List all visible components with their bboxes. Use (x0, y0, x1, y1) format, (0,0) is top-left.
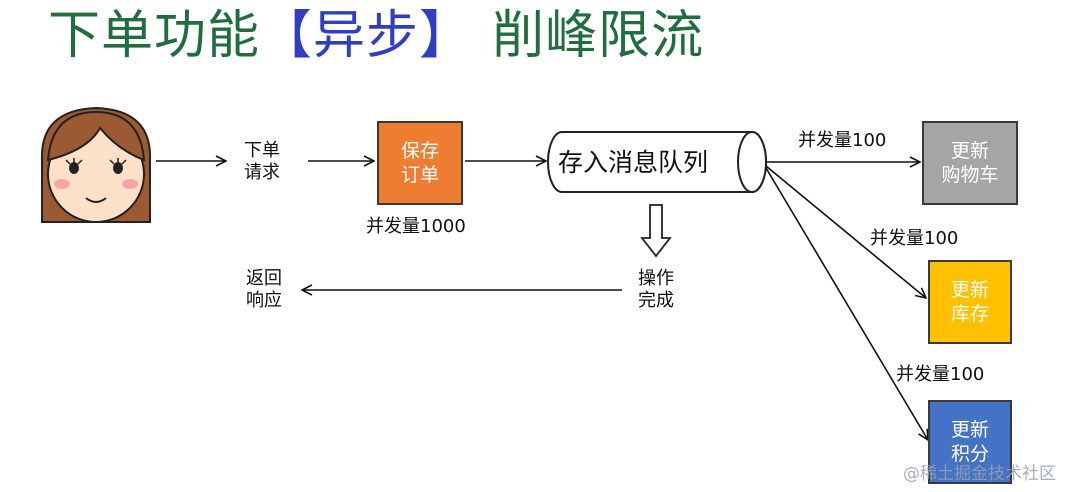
operation-done-line-1: 操作 (638, 268, 674, 289)
operation-done-line-2: 完成 (638, 290, 674, 311)
title-suffix: 削峰限流 (492, 6, 705, 66)
title-bracket-close: 】 (419, 6, 473, 66)
title-accent: 异步 (313, 6, 420, 66)
page-title: 下单功能【异步】削峰限流 (48, 6, 704, 66)
queue-label: 存入消息队列 (558, 148, 709, 177)
hollow-down-arrow (640, 204, 672, 258)
concurrency-points-label: 并发量100 (896, 364, 985, 385)
arrow-queue-to-points (765, 167, 928, 440)
title-prefix: 下单功能 (48, 6, 261, 66)
concurrency-1000-label: 并发量1000 (366, 216, 466, 237)
arrow-queue-to-stock (765, 165, 926, 298)
save-order-box: 保存 订单 (377, 121, 463, 205)
return-response-label: 返回 响应 (246, 268, 282, 312)
update-points-line-2: 积分 (950, 443, 989, 465)
update-points-box: 更新 积分 (928, 400, 1012, 484)
save-order-line-2: 订单 (400, 164, 439, 186)
update-stock-box: 更新 库存 (928, 260, 1012, 344)
update-cart-line-2: 购物车 (941, 164, 999, 186)
concurrency-cart-label: 并发量100 (798, 130, 887, 151)
concurrency-stock-label: 并发量100 (870, 228, 959, 249)
order-request-label: 下单 请求 (244, 140, 280, 184)
update-stock-line-2: 库存 (950, 303, 989, 325)
title-bracket-open: 【 (260, 6, 314, 66)
return-response-line-1: 返回 (246, 268, 282, 289)
message-queue-cylinder (547, 131, 767, 193)
watermark: @稀土掘金技术社区 (903, 464, 1056, 484)
update-cart-box: 更新 购物车 (922, 121, 1018, 205)
update-cart-line-1: 更新 (950, 140, 989, 162)
return-response-line-2: 响应 (246, 290, 282, 311)
update-points-line-1: 更新 (950, 419, 989, 441)
user-avatar-icon (40, 106, 152, 223)
order-request-line-2: 请求 (244, 162, 280, 183)
operation-done-label: 操作 完成 (638, 268, 674, 312)
save-order-line-1: 保存 (400, 140, 439, 162)
order-request-line-1: 下单 (244, 140, 280, 161)
update-stock-line-1: 更新 (950, 279, 989, 301)
